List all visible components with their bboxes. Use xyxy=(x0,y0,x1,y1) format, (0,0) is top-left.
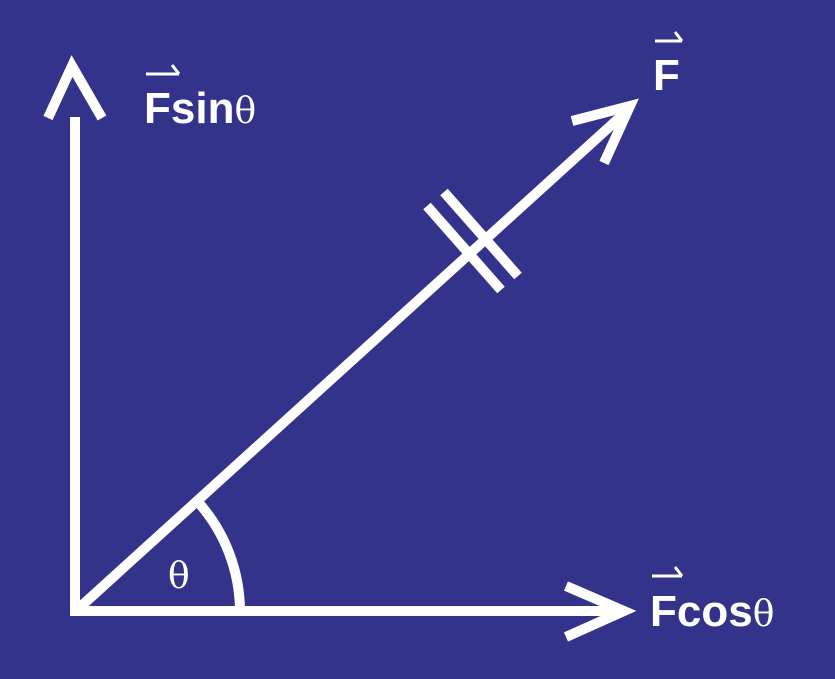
horizontal-component-label: Fcosθ xyxy=(650,566,774,636)
force-vector-arrow xyxy=(74,98,639,613)
angle-arc xyxy=(194,498,245,612)
vertical-component-arrow xyxy=(43,55,107,616)
svg-text:Fsinθ: Fsinθ xyxy=(144,84,256,133)
svg-text:F: F xyxy=(653,51,680,100)
force-vector-label: F xyxy=(653,31,684,100)
double-tick-marks xyxy=(423,188,522,294)
angle-label: θ xyxy=(168,556,190,597)
horizontal-component-arrow xyxy=(70,581,637,642)
svg-text:Fcosθ: Fcosθ xyxy=(650,587,774,636)
vertical-component-label: Fsinθ xyxy=(144,64,256,133)
